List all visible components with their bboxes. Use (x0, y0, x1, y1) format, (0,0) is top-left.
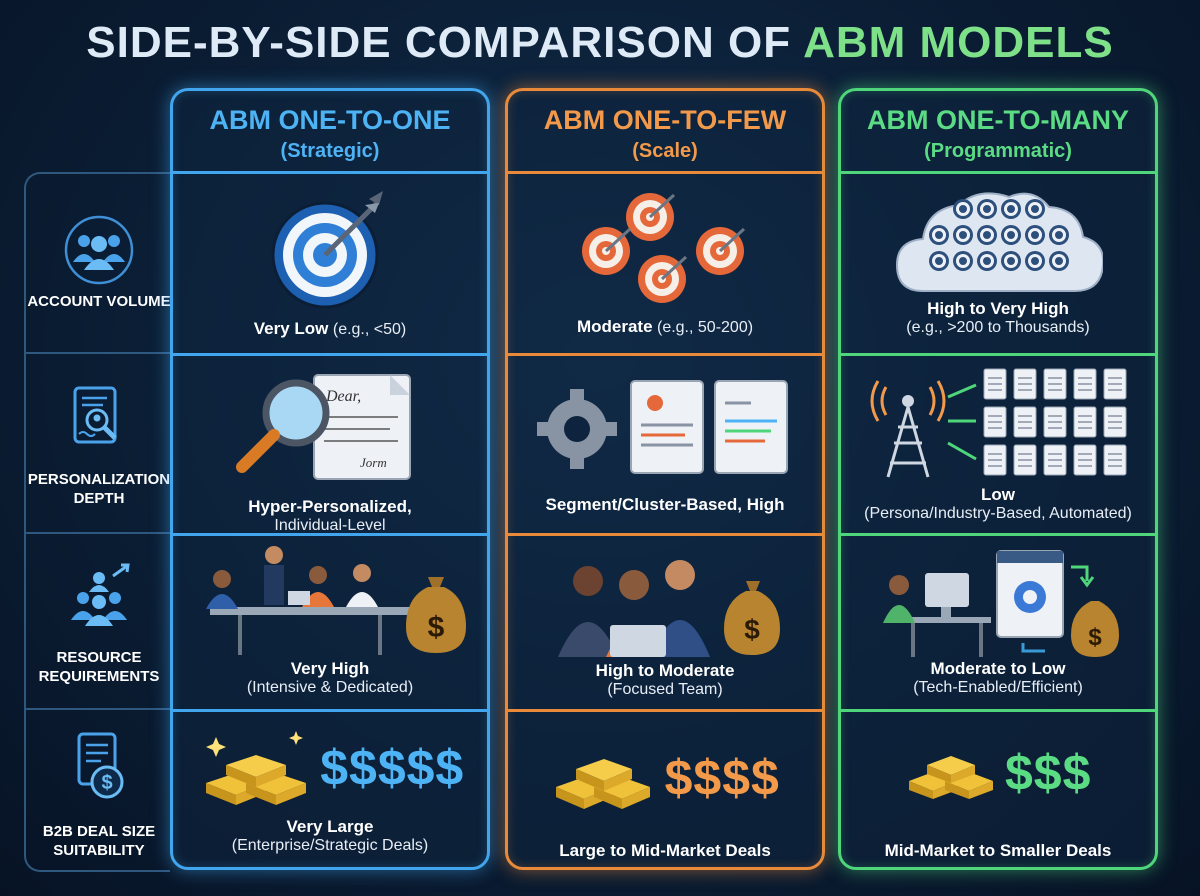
cell-personalization-depth: Low (Persona/Industry-Based, Automated) (841, 363, 1155, 523)
column-header: ABM ONE-TO-MANY (Programmatic) (841, 91, 1155, 173)
column-title: ABM ONE-TO-MANY (867, 105, 1129, 135)
document-search-icon (73, 386, 117, 444)
cell-personalization-depth: Dear, Jorm Hyper-Personalized, Individua… (173, 367, 487, 535)
deal-size-symbol: $$$ (1005, 745, 1092, 801)
column-title: ABM ONE-TO-ONE (209, 105, 451, 135)
people-group-icon (64, 215, 134, 285)
deal-size-symbol: $$$$ (664, 750, 780, 806)
cell-deal-size: $$$$ Large to Mid-Market Deals (508, 737, 822, 861)
column-subtitle: (Programmatic) (924, 140, 1072, 162)
deal-size-symbol: $$$$$ (320, 740, 465, 796)
column-header: ABM ONE-TO-ONE (Strategic) (173, 91, 487, 173)
focused-team-money-icon: $ (558, 560, 780, 657)
column-subtitle: (Scale) (632, 140, 698, 162)
multiple-targets-icon (582, 193, 746, 303)
svg-text:$: $ (428, 611, 445, 644)
cell-resource-requirements: $ Very High (Intensive & Dedicated) (173, 543, 487, 697)
cell-main-text: High to Very High (927, 299, 1069, 318)
svg-text:$: $ (1088, 624, 1102, 651)
cell-main-text: Hyper-Personalized, (248, 497, 412, 516)
cell-main-text: Moderate to Low (930, 659, 1066, 678)
column-title: ABM ONE-TO-FEW (543, 105, 787, 135)
row-label-deal-size: B2B DEAL SIZE SUITABILITY (42, 823, 156, 859)
magnifier-letter-icon: Dear, Jorm (236, 374, 411, 480)
cell-detail-text: (e.g., <50) (332, 321, 407, 338)
team-growth-icon (71, 563, 130, 626)
svg-text:Jorm: Jorm (360, 455, 387, 470)
broadcast-tower-documents-icon (870, 368, 1127, 478)
cell-detail-text: (Intensive & Dedicated) (246, 679, 414, 696)
title-part2: ABM MODELS (803, 18, 1114, 67)
cell-main-text: Moderate (576, 317, 653, 336)
cell-deal-size: $$$$$ Very Large (Enterprise/Strategic D… (173, 723, 487, 855)
cell-detail-text: (e.g., >200 to Thousands) (906, 319, 1090, 336)
column-one-to-many: ABM ONE-TO-MANY (Programmatic) High to V… (838, 88, 1158, 870)
cell-main-text: High to Moderate (595, 661, 735, 680)
cell-main-text: Mid-Market to Smaller Deals (884, 841, 1112, 860)
cell-personalization-depth: Segment/Cluster-Based, High (508, 373, 822, 515)
svg-text:Dear,: Dear, (325, 388, 361, 405)
cell-deal-size: $$$ Mid-Market to Smaller Deals (841, 737, 1155, 861)
team-meeting-money-icon: $ (206, 546, 466, 655)
cell-main-text: Very Low (253, 319, 329, 338)
cell-account-volume: High to Very High (e.g., >200 to Thousan… (841, 187, 1155, 337)
column-one-to-one: ABM ONE-TO-ONE (Strategic) Very Low (e.g… (170, 88, 490, 870)
cell-detail-text: (e.g., 50-200) (656, 319, 754, 336)
row-label-resource-requirements: RESOURCE REQUIREMENTS (38, 649, 160, 685)
cell-detail-text: (Focused Team) (607, 681, 723, 698)
cell-detail-text: (Enterprise/Strategic Deals) (231, 837, 429, 854)
bullseye-target-icon (271, 191, 383, 309)
targets-cloud-icon (895, 192, 1103, 292)
cell-main-text: Low (981, 485, 1015, 504)
cell-main-text: Very Large (286, 817, 374, 836)
gold-bars-icon (556, 759, 651, 809)
column-subtitle: (Strategic) (280, 140, 380, 162)
cell-main-text: Large to Mid-Market Deals (559, 841, 771, 860)
cell-resource-requirements: $ Moderate to Low (Tech-Enabled/Efficien… (841, 545, 1155, 697)
cell-detail-text: (Tech-Enabled/Efficient) (913, 679, 1083, 696)
cell-account-volume: Moderate (e.g., 50-200) (508, 187, 822, 337)
gear-documents-icon (537, 380, 788, 474)
cell-main-text: Very High (290, 659, 370, 678)
cell-detail-text: Individual-Level (274, 517, 386, 534)
cell-account-volume: Very Low (e.g., <50) (173, 185, 487, 339)
row-labels-panel: ACCOUNT VOLUME PERSONALIZATION DEPTH RES… (24, 172, 172, 872)
automation-workstation-icon: $ (883, 550, 1119, 657)
svg-text:$: $ (101, 772, 112, 794)
cell-resource-requirements: $ High to Moderate (Focused Team) (508, 545, 822, 699)
row-label-account-volume: ACCOUNT VOLUME (27, 293, 171, 310)
cell-main-text: Segment/Cluster-Based, High (545, 495, 785, 514)
gold-bars-icon (205, 731, 306, 805)
invoice-dollar-icon: $ (77, 732, 124, 799)
gold-bars-icon (908, 756, 993, 799)
title-part1: SIDE-BY-SIDE COMPARISON OF (86, 18, 792, 67)
column-one-to-few: ABM ONE-TO-FEW (Scale) Moderate (e.g., 5… (505, 88, 825, 870)
cell-detail-text: (Persona/Industry-Based, Automated) (864, 505, 1132, 522)
column-header: ABM ONE-TO-FEW (Scale) (508, 91, 822, 173)
row-label-personalization-depth: PERSONALIZATION DEPTH (27, 471, 171, 507)
svg-text:$: $ (744, 614, 760, 645)
